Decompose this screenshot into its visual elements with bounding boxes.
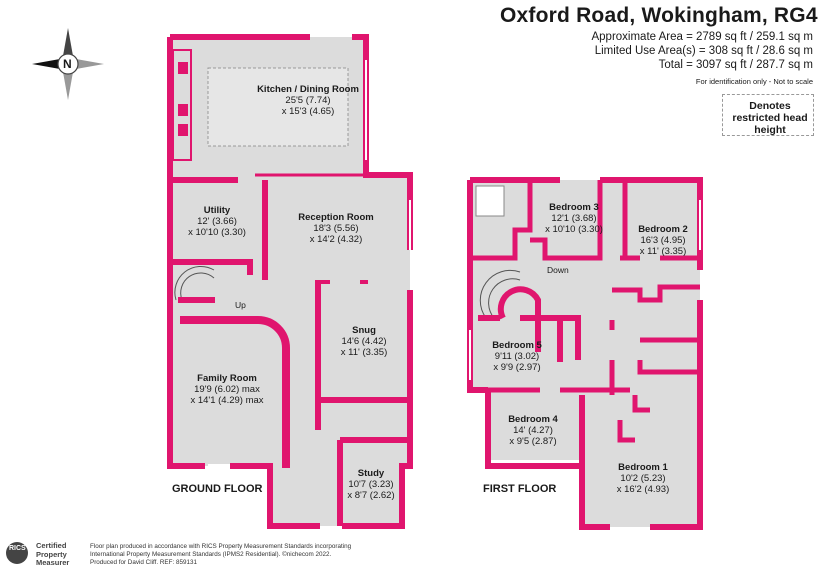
ground-floor-label: GROUND FLOOR [172, 483, 263, 495]
room-dim: x 8'7 (2.62) [347, 490, 395, 501]
first-floor-plan [467, 177, 703, 530]
footer-notes: Floor plan produced in accordance with R… [90, 543, 420, 568]
room-dim: x 11' (3.35) [340, 347, 388, 358]
room-dim: x 9'5 (2.87) [509, 436, 557, 447]
stairs-down-label: Down [547, 265, 569, 275]
ground-floor-plan [167, 34, 413, 529]
room-dim: 9'11 (3.02) [494, 351, 540, 362]
room-reception: Reception Room 18'3 (5.56) x 14'2 (4.32) [298, 212, 373, 245]
badge-line: Property [36, 549, 67, 559]
room-name: Bedroom 2 [638, 224, 688, 235]
room-dim: 12' (3.66) [197, 216, 237, 227]
room-name: Bedroom 4 [508, 414, 558, 425]
room-family: Family Room 19'9 (6.02) max x 14'1 (4.29… [190, 373, 263, 406]
room-name: Bedroom 5 [492, 340, 542, 351]
room-dim: x 9'9 (2.97) [493, 362, 541, 373]
rics-logo-text: RICS [9, 545, 26, 552]
room-utility: Utility 12' (3.66) x 10'10 (3.30) [188, 205, 246, 238]
room-study: Study 10'7 (3.23) x 8'7 (2.62) [347, 468, 394, 501]
room-name: Utility [203, 205, 231, 216]
room-snug: Snug 14'6 (4.42) x 11' (3.35) [341, 325, 388, 358]
room-name: Family Room [197, 373, 257, 384]
compass-rose [32, 28, 104, 100]
room-dim: 10'7 (3.23) [348, 479, 394, 490]
compass-letter: N [63, 57, 72, 71]
room-dim: 25'5 (7.74) [285, 95, 331, 106]
limited-area: Limited Use Area(s) = 308 sq ft / 28.6 s… [594, 45, 813, 57]
first-floor-label: FIRST FLOOR [483, 483, 557, 495]
room-name: Kitchen / Dining Room [257, 84, 359, 95]
room-dim: 19'9 (6.02) max [194, 384, 260, 395]
footer-line: Produced for David Cliff. REF: 859131 [90, 559, 197, 567]
room-dim: x 10'10 (3.30) [188, 227, 246, 238]
room-bedroom-3: Bedroom 3 12'1 (3.68) x 10'10 (3.30) [545, 202, 603, 235]
room-dim: 12'1 (3.68) [551, 213, 597, 224]
room-dim: x 14'1 (4.29) max [190, 395, 264, 406]
room-dim: x 15'3 (4.65) [281, 106, 335, 117]
footer-line: Floor plan produced in accordance with R… [90, 543, 352, 550]
footer-line: International Property Measurement Stand… [90, 551, 332, 559]
room-name: Study [357, 468, 385, 479]
room-dim: x 16'2 (4.93) [616, 484, 670, 495]
room-dim: 16'3 (4.95) [640, 235, 686, 246]
room-name: Bedroom 3 [549, 202, 599, 213]
room-bedroom-1: Bedroom 1 10'2 (5.23) x 16'2 (4.93) [617, 462, 670, 495]
total-area: Total = 3097 sq ft / 287.7 sq m [658, 59, 813, 71]
page-title: Oxford Road, Wokingham, RG41 [500, 4, 819, 27]
room-dim: 18'3 (5.56) [313, 223, 359, 234]
scale-note: For identification only - Not to scale [695, 77, 813, 86]
rics-badge: Certified Property Measurer [36, 541, 70, 568]
stairs-up-label: Up [235, 300, 246, 310]
approx-area: Approximate Area = 2789 sq ft / 259.1 sq… [591, 31, 813, 43]
restricted-legend: Denotes restricted head height [722, 94, 814, 136]
badge-line: Certified [36, 541, 67, 550]
badge-line: Measurer [36, 558, 70, 567]
room-dim: x 14'2 (4.32) [309, 234, 363, 245]
room-dim: 14'6 (4.42) [341, 336, 387, 347]
room-name: Bedroom 1 [618, 462, 668, 473]
room-bedroom-2: Bedroom 2 16'3 (4.95) x 11' (3.35) [638, 224, 688, 257]
room-kitchen: Kitchen / Dining Room 25'5 (7.74) x 15'3… [257, 84, 359, 117]
legend-label: Denotes restricted head height [732, 100, 808, 136]
room-name: Reception Room [298, 212, 374, 223]
rics-badge-icon [6, 542, 28, 564]
room-bedroom-4: Bedroom 4 14' (4.27) x 9'5 (2.87) [508, 414, 558, 447]
room-dim: 10'2 (5.23) [620, 473, 666, 484]
room-name: Snug [352, 325, 376, 336]
room-bedroom-5: Bedroom 5 9'11 (3.02) x 9'9 (2.97) [492, 340, 542, 373]
room-dim: x 10'10 (3.30) [545, 224, 603, 235]
room-dim: x 11' (3.35) [639, 246, 687, 257]
room-dim: 14' (4.27) [513, 425, 553, 436]
